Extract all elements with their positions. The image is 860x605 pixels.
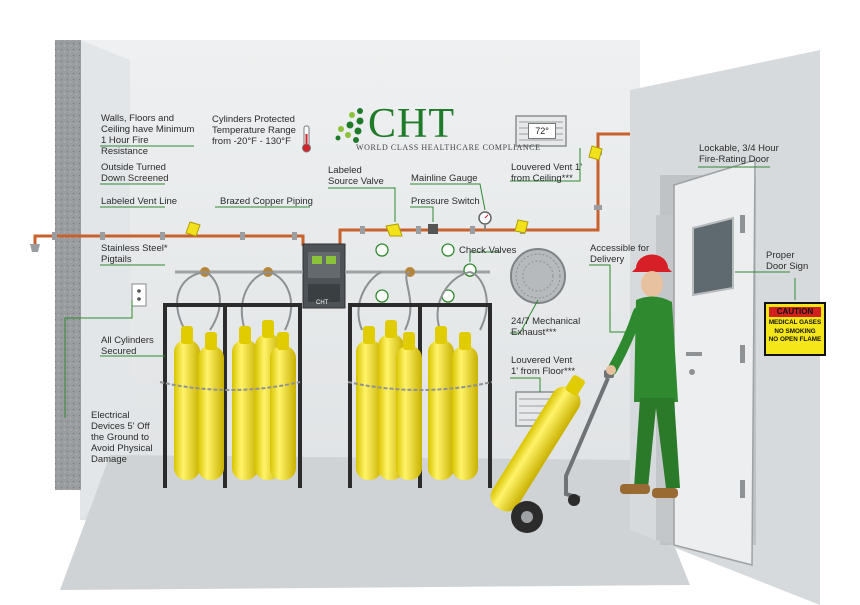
- label-outside-turned: Outside Turned Down Screened: [101, 162, 169, 184]
- cylinder: [270, 332, 296, 480]
- door-hinges: [740, 215, 745, 498]
- mainline-gauge-icon: [478, 211, 492, 230]
- label-electrical: Electrical Devices 5' Off the Ground to …: [91, 410, 153, 465]
- label-pigtails: Stainless Steel* Pigtails: [101, 243, 168, 265]
- sign-caution: CAUTION: [769, 307, 821, 317]
- cylinder: [428, 326, 454, 480]
- label-all-secured: All Cylinders Secured: [101, 335, 154, 357]
- cht-logo: CHT: [368, 101, 455, 147]
- vent-line-cap: [30, 244, 40, 252]
- vent-temperature: 72°: [528, 123, 556, 139]
- exterior-wall: [55, 40, 81, 490]
- sign-line-3: NO OPEN FLAME: [768, 336, 822, 343]
- door-window: [692, 216, 734, 297]
- hand-truck: [490, 370, 614, 533]
- floor: [60, 455, 690, 590]
- mechanical-exhaust-icon: [510, 248, 566, 304]
- door-handle: [686, 352, 702, 356]
- label-louvered-ceiling: Louvered Vent 1' from Ceiling***: [511, 162, 583, 184]
- cylinder: [356, 326, 382, 480]
- cylinder: [232, 326, 258, 480]
- restraint-chains: [159, 381, 493, 391]
- label-check-valves: Check Valves: [459, 245, 517, 256]
- electrical-outlet-icon: [131, 283, 147, 307]
- sign-line-2: NO SMOKING: [774, 327, 816, 335]
- panel-brand: CHT: [316, 300, 329, 306]
- door-lock: [689, 369, 695, 375]
- sign-line-1: MEDICAL GASES: [768, 319, 822, 326]
- label-copper: Brazed Copper Piping: [220, 196, 313, 207]
- label-source-valve: Labeled Source Valve: [328, 165, 384, 187]
- caution-door-sign: CAUTION MEDICAL GASES NO SMOKING NO OPEN…: [764, 302, 826, 356]
- logo-tagline: World Class Healthcare Compliance: [356, 143, 541, 152]
- label-louvered-floor: Louvered Vent 1' from Floor***: [511, 355, 576, 377]
- callout-leader-lines: [64, 145, 796, 418]
- thermometer-icon: [302, 125, 311, 153]
- label-walls: Walls, Floors and Ceiling have Minimum 1…: [101, 113, 195, 157]
- cylinder: [452, 332, 478, 480]
- pressure-switch: [428, 224, 438, 234]
- logo-dots-icon: [330, 105, 370, 145]
- delivery-worker: [606, 254, 680, 498]
- label-lockable-door: Lockable, 3/4 Hour Fire-Rating Door: [699, 143, 779, 165]
- copper-piping: [33, 132, 630, 246]
- label-accessible: Accessible for Delivery: [590, 243, 650, 265]
- stainless-pigtails: [176, 271, 488, 331]
- cylinders: [174, 320, 478, 480]
- label-pressure-switch: Pressure Switch: [411, 196, 480, 207]
- cylinder: [174, 326, 200, 480]
- source-valve-handle: [385, 223, 403, 237]
- label-cylinders-temp: Cylinders Protected Temperature Range fr…: [212, 114, 296, 147]
- label-door-sign: Proper Door Sign: [766, 250, 809, 272]
- cylinder: [198, 332, 224, 480]
- cylinder: [396, 332, 422, 480]
- label-vent-line: Labeled Vent Line: [101, 196, 178, 207]
- manifold-panel: [302, 243, 346, 309]
- label-exhaust: 24/7 Mechanical Exhaust***: [511, 316, 581, 338]
- left-wall: [80, 40, 130, 520]
- valve-tags: [185, 145, 603, 237]
- label-mainline-gauge: Mainline Gauge: [411, 173, 478, 184]
